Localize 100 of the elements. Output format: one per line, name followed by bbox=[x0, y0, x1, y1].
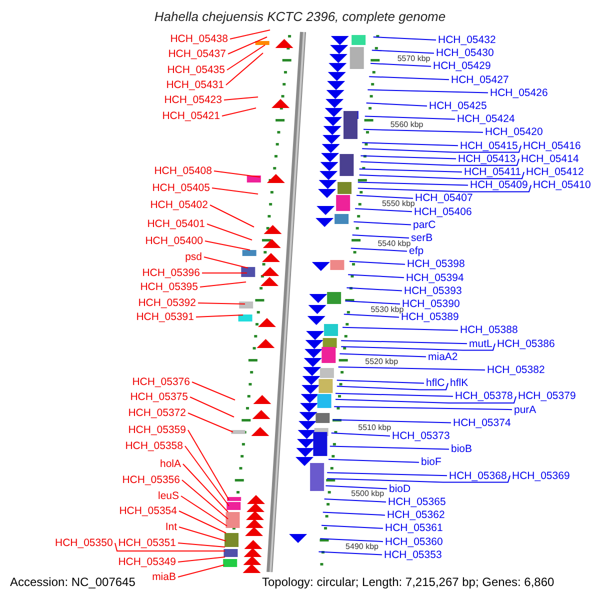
leader-line bbox=[228, 36, 268, 54]
gene-label: HCH_05395 bbox=[140, 281, 198, 293]
leader-line bbox=[356, 194, 414, 199]
leader-line bbox=[192, 382, 236, 400]
gene-label: HCH_05388 bbox=[460, 324, 518, 336]
gene-label: HCH_05412 bbox=[526, 166, 584, 178]
gene-label: parC bbox=[413, 218, 436, 231]
gene-label: HCH_05379 bbox=[518, 390, 576, 402]
gene-label: bioB bbox=[451, 443, 472, 456]
gene-label: HCH_05420 bbox=[485, 126, 543, 138]
leader-line bbox=[190, 396, 234, 418]
leader-line bbox=[332, 419, 452, 424]
leader-line bbox=[328, 458, 420, 463]
leader-line bbox=[357, 184, 532, 192]
leader-line bbox=[230, 30, 270, 40]
gene-label: HCH_05359 bbox=[128, 424, 186, 436]
gene-label: HCH_05400 bbox=[145, 235, 203, 247]
leader-line bbox=[184, 446, 230, 506]
gene-label: HCH_05356 bbox=[122, 474, 180, 486]
leader-line bbox=[349, 260, 406, 265]
gene-label: HCH_05408 bbox=[154, 165, 212, 177]
leader-line bbox=[188, 412, 234, 432]
gene-label: HCH_05437 bbox=[168, 48, 226, 60]
gene-label: psd bbox=[185, 251, 202, 263]
leader-line bbox=[325, 485, 388, 490]
gene-label: hflK bbox=[450, 377, 468, 390]
gene-label: HCH_05349 bbox=[118, 556, 176, 568]
leader-line bbox=[368, 76, 450, 80]
leader-line bbox=[336, 382, 448, 390]
leader-line bbox=[372, 36, 436, 40]
gene-label: miaA2 bbox=[428, 350, 458, 363]
leader-line bbox=[202, 272, 248, 274]
gene-label: HCH_05430 bbox=[436, 47, 494, 60]
gene-label: HCH_05431 bbox=[166, 79, 224, 91]
gene-label: HCH_05350 bbox=[55, 537, 113, 549]
leader-line bbox=[367, 89, 488, 94]
leader-line bbox=[363, 128, 484, 133]
leader-line bbox=[364, 116, 456, 120]
gene-label: HCH_05392 bbox=[138, 297, 196, 309]
leader-line bbox=[200, 282, 246, 288]
scale-label: 5510 kbp bbox=[358, 423, 392, 432]
gene-label: HCH_05415 bbox=[460, 140, 518, 152]
scale-label: 5490 kbp bbox=[346, 542, 378, 552]
leader-line bbox=[370, 62, 432, 67]
gene-label: HCH_05396 bbox=[142, 267, 200, 279]
leader-line bbox=[335, 396, 516, 404]
leader-line bbox=[198, 302, 246, 304]
leader-line bbox=[226, 44, 266, 70]
gene-label: HCH_05398 bbox=[407, 258, 465, 270]
gene-label: HCH_05405 bbox=[152, 182, 210, 194]
gene-label: HCH_05425 bbox=[429, 100, 487, 112]
leader-line bbox=[354, 208, 412, 212]
leader-line bbox=[352, 234, 410, 238]
leader-line bbox=[322, 512, 386, 516]
scale-label: 5530 kbp bbox=[370, 304, 404, 314]
leader-line bbox=[204, 256, 248, 268]
leader-line bbox=[360, 155, 456, 160]
leader-line bbox=[320, 538, 384, 542]
gene-label: efp bbox=[409, 245, 424, 258]
leader-line bbox=[335, 392, 454, 397]
leader-line bbox=[178, 564, 224, 578]
leader-line bbox=[114, 542, 226, 552]
leader-line bbox=[196, 314, 244, 318]
gene-label: HCH_05372 bbox=[128, 407, 186, 419]
scale-label: 5550 kbp bbox=[382, 198, 415, 208]
leader-line bbox=[321, 524, 384, 529]
leader-line bbox=[358, 168, 462, 172]
leader-line bbox=[340, 343, 496, 351]
gene-label: HCH_05378 bbox=[455, 390, 513, 402]
leader-line bbox=[182, 480, 228, 520]
gene-label: HCH_05416 bbox=[523, 140, 581, 152]
gene-label: HCH_05438 bbox=[170, 33, 228, 45]
leader-line bbox=[362, 145, 522, 153]
leader-line bbox=[339, 353, 426, 358]
title: Hahella chejuensis KCTC 2396, complete genome bbox=[153, 9, 447, 24]
gene-label: HCH_05411 bbox=[464, 166, 522, 178]
gene-label: HCH_05361 bbox=[385, 522, 443, 534]
scale-label: 5570 kbp bbox=[397, 54, 430, 63]
gene-label: HCH_05382 bbox=[487, 364, 545, 376]
leader-line bbox=[336, 380, 424, 384]
gene-label: HCH_05407 bbox=[415, 192, 473, 204]
leader-line bbox=[350, 248, 408, 252]
leader-line bbox=[360, 158, 520, 166]
gene-label: HCH_05390 bbox=[402, 298, 460, 310]
leader-line bbox=[362, 142, 458, 146]
gene-label: HCH_05414 bbox=[521, 152, 579, 165]
gene-label: bioF bbox=[421, 456, 442, 468]
gene-label: HCH_05353 bbox=[384, 548, 442, 561]
footer-text: Accession: NC_007645 bbox=[10, 575, 136, 589]
leader-line bbox=[178, 542, 226, 548]
gene-label: HCH_05358 bbox=[125, 440, 183, 452]
leader-line bbox=[340, 340, 468, 344]
gene-label: hflC bbox=[426, 377, 445, 390]
gene-label: HCH_05386 bbox=[497, 338, 555, 350]
gene-label: HCH_05354 bbox=[119, 505, 177, 517]
leader-line bbox=[343, 314, 400, 318]
gene-label: serB bbox=[411, 232, 433, 244]
gene-label: HCH_05368 bbox=[449, 470, 507, 482]
leader-line bbox=[357, 182, 468, 186]
gene-label: HCH_05423 bbox=[164, 94, 222, 106]
